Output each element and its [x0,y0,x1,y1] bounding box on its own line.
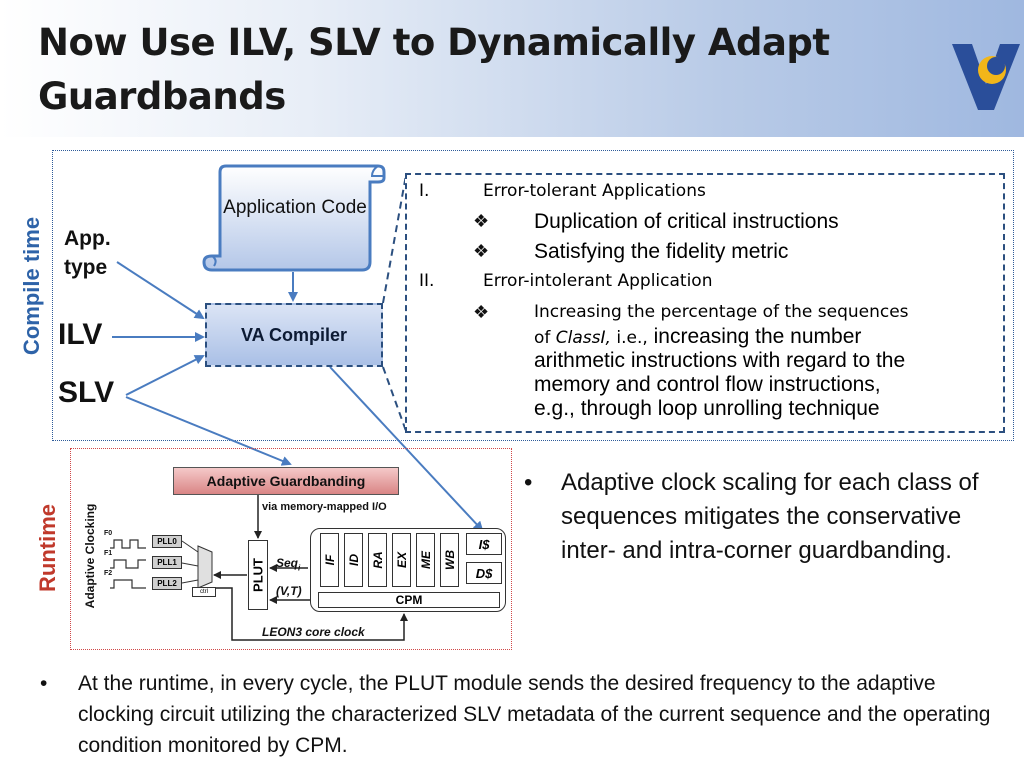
item1-bullet-1: Duplication of critical instructions [534,210,839,233]
bullet-dot: • [524,469,533,496]
pll1-box: PLL1 [152,556,182,569]
adaptive-scaling-text: Adaptive clock scaling for each class of… [561,469,979,564]
cpm-box: CPM [318,592,500,608]
compile-time-region [52,150,1014,441]
item2-text-line4: memory and control flow instructions, [534,373,881,396]
stage-if: IF [320,533,339,587]
stage-ex: EX [392,533,411,587]
ctrl-box: ctrl [192,587,216,597]
va-compiler-box: VA Compiler [205,303,383,367]
ilv-label: ILV [58,318,103,351]
clock-waveforms [110,539,146,589]
slv-label: SLV [58,376,115,409]
dcache-box: D$ [466,562,502,584]
item2-text-line5: e.g., through loop unrolling technique [534,397,880,420]
item2-text-line2: of ClassI, i.e., increasing the number [534,325,862,348]
plut-box: PLUT [248,540,268,610]
icache-box: I$ [466,533,502,555]
leon3-clock-label: LEON3 core clock [262,625,365,639]
stage-id: ID [344,533,363,587]
seq-label: Seqi [276,556,301,573]
app-type-label: App. type [64,227,111,279]
stage-ra: RA [368,533,387,587]
item1-bullet-2: Satisfying the fidelity metric [534,240,789,263]
stage-me: ME [416,533,435,587]
adaptive-guardbanding-box: Adaptive Guardbanding [173,467,399,495]
slide-title: Now Use ILV, SLV to Dynamically Adapt Gu… [38,21,830,118]
freq-label-f2: F2 [104,570,113,577]
application-classes-box: I. Error-tolerant Applications ❖ Duplica… [405,173,1005,433]
item1-number: I. [419,181,430,201]
runtime-plut-text: At the runtime, in every cycle, the PLUT… [78,672,991,757]
item2-text-line1: Increasing the percentage of the sequenc… [534,302,909,322]
pll0-box: PLL0 [152,535,182,548]
freq-label-f1: F1 [104,550,113,557]
freq-label-f0: F0 [104,530,113,537]
item2-number: II. [419,271,435,291]
stage-wb: WB [440,533,459,587]
diamond-bullet-icon: ❖ [473,241,490,261]
runtime-region [70,448,512,650]
item2-text-line3: arithmetic instructions with regard to t… [534,349,906,372]
vt-label: (V,T) [276,584,302,598]
diamond-bullet-icon: ❖ [473,302,490,322]
application-code-label: Application Code [223,197,367,218]
item1-heading: Error-tolerant Applications [483,181,706,201]
bullet-dot: • [40,672,48,695]
title-band [0,0,1024,137]
pll2-box: PLL2 [152,577,182,590]
logo-icon [952,44,1020,110]
via-mmio-label: via memory-mapped I/O [262,501,387,513]
diamond-bullet-icon: ❖ [473,211,490,231]
item2-heading: Error-intolerant Application [483,271,713,291]
application-code-scroll [202,164,386,272]
